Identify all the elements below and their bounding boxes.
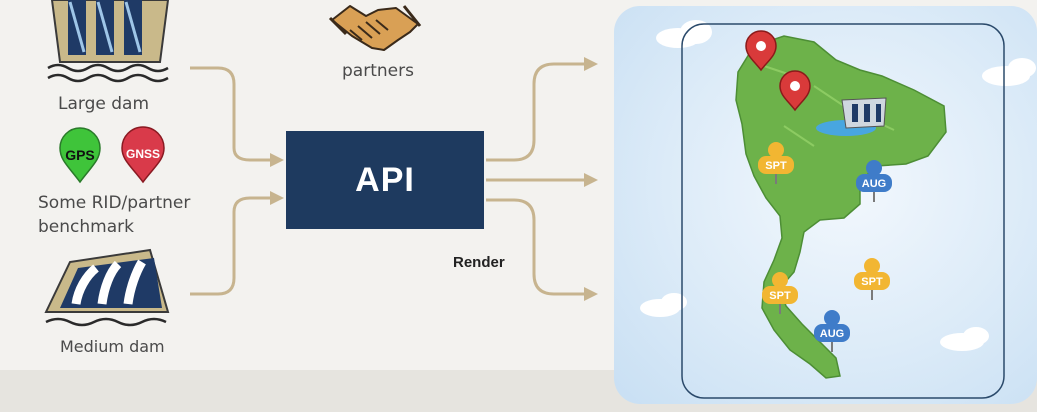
station-marker-spt: SPT [762,272,798,314]
thailand-map: SPT AUG SPT SPT AUG [640,20,1036,399]
partners-label: partners [342,61,414,81]
location-pin-icon [779,70,811,112]
gnss-pin-icon [121,126,165,184]
station-marker-spt: SPT [758,142,794,184]
station-marker-aug: AUG [856,160,892,202]
api-box: API [286,131,484,229]
benchmark-label-line2: benchmark [38,217,134,237]
output-arrowheads [584,57,598,301]
station-marker-label: SPT [861,276,883,288]
gps-pin-icon [59,127,101,184]
location-pin-icon [745,30,777,72]
input-arrowheads [270,153,284,205]
medium-dam-icon [44,248,170,327]
map-panel: SPT AUG SPT SPT AUG [614,6,1037,404]
large-dam-label: Large dam [58,94,150,114]
render-label: Render [453,254,505,271]
benchmark-label-line1: Some RID/partner [38,193,191,213]
station-marker-label: SPT [769,290,791,302]
station-marker-label: SPT [765,160,787,172]
gnss-badge-label: GNSS [126,147,160,161]
map-dam-icon [816,97,887,136]
api-label: API [355,160,415,199]
medium-dam-label: Medium dam [60,337,165,356]
output-connectors [486,62,584,296]
large-dam-icon [47,0,170,83]
map-frame [681,23,1005,399]
gps-badge-label: GPS [65,147,95,163]
left-diagram: GPS GNSS [44,0,598,327]
input-connectors [190,66,272,296]
station-marker-aug: AUG [814,310,850,352]
station-marker-label: AUG [862,178,886,190]
station-markers: SPT AUG SPT SPT AUG [758,142,892,352]
station-marker-spt: SPT [854,258,890,300]
handshake-icon [328,5,422,51]
station-marker-label: AUG [820,328,844,340]
thailand-land [735,35,947,379]
cloud-icons [640,20,1036,351]
